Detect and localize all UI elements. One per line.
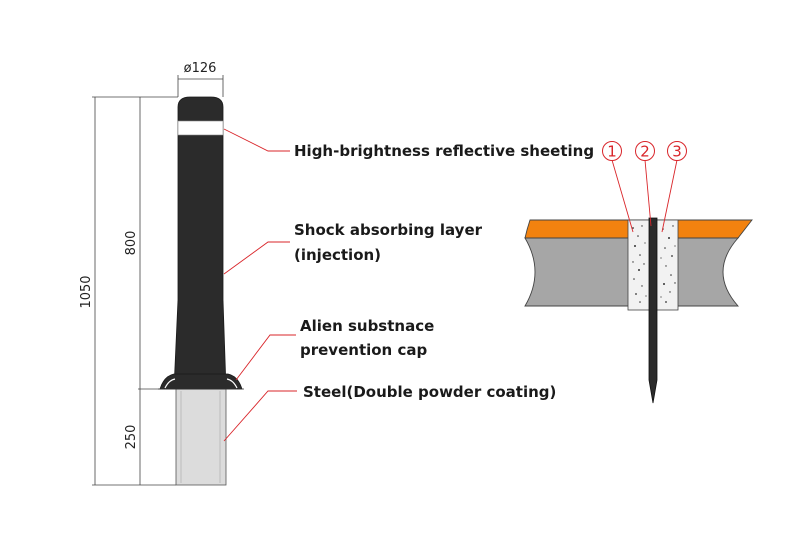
reflective-band xyxy=(177,120,224,136)
anchor-rod xyxy=(648,217,658,404)
label-steel: Steel(Double powder coating) xyxy=(303,383,556,401)
ground-cross-section xyxy=(524,217,753,404)
label-prevention-cap: prevention cap xyxy=(300,341,427,359)
label-shock-injection: (injection) xyxy=(294,246,381,264)
marker-1-number: 1 xyxy=(607,143,617,161)
dimension-lines xyxy=(92,75,224,486)
marker-3-number: 3 xyxy=(672,143,682,161)
concrete-aggregate xyxy=(632,225,676,303)
leader-lines xyxy=(223,128,297,442)
marker-3: 3 xyxy=(667,141,687,161)
total-height-label: 1050 xyxy=(79,275,94,308)
section-markers: 1 2 3 xyxy=(602,141,687,233)
prevention-cap xyxy=(159,373,243,390)
upper-height-label: 800 xyxy=(124,231,139,256)
diameter-label: ø126 xyxy=(184,61,217,76)
post-body xyxy=(173,96,227,390)
marker-1: 1 xyxy=(602,141,622,161)
marker-2-number: 2 xyxy=(640,143,650,161)
marker-2: 2 xyxy=(635,141,655,161)
lower-height-label: 250 xyxy=(124,425,139,450)
label-reflective-sheeting: High-brightness reflective sheeting xyxy=(294,142,594,160)
label-alien-substance: Alien substnace xyxy=(300,317,434,335)
steel-section xyxy=(175,388,227,486)
bollard xyxy=(158,96,244,486)
label-shock-absorbing: Shock absorbing layer xyxy=(294,221,483,239)
